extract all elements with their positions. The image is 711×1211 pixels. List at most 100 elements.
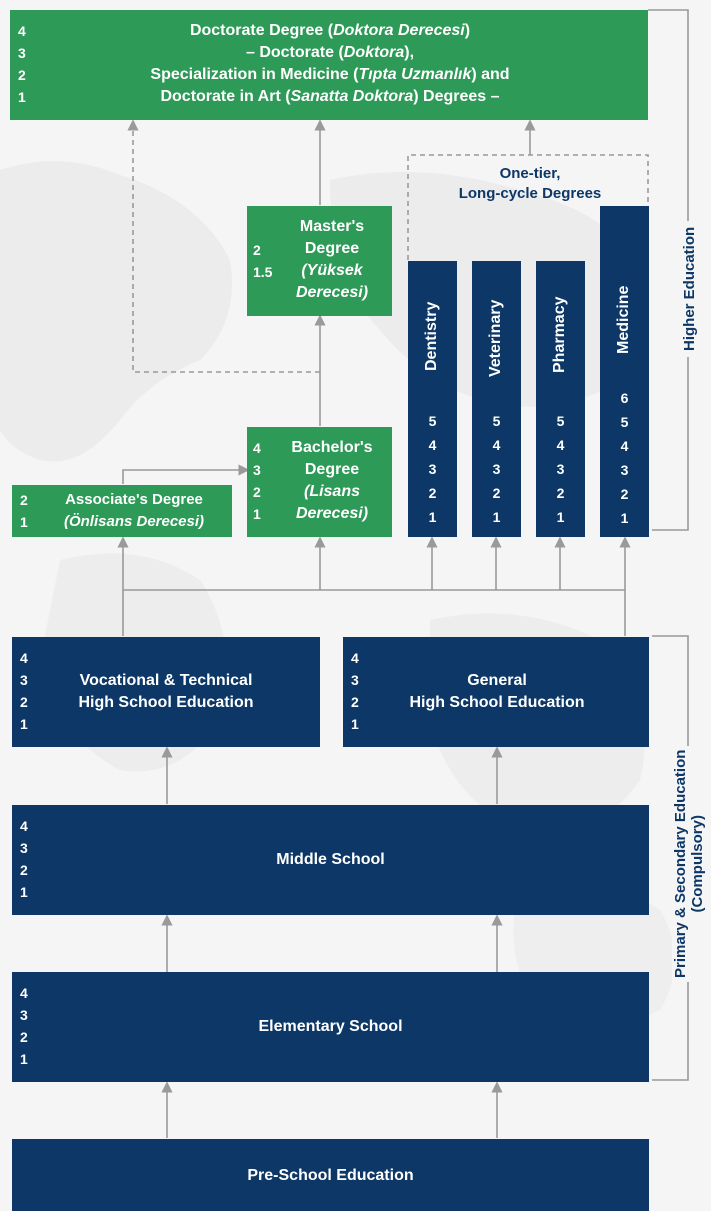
masters-title: Master's Degree (Yüksek Derecesi): [277, 216, 387, 304]
text: Master's: [299, 218, 365, 235]
year-number: 4: [20, 818, 28, 834]
year-number: 4: [492, 437, 501, 453]
text: (Lisans: [303, 483, 360, 500]
year-number: 1: [620, 510, 629, 526]
year-number: 6: [620, 390, 629, 406]
text: ): [464, 22, 471, 39]
year-number: 3: [428, 461, 437, 477]
year-number: 3: [620, 462, 629, 478]
year-number: 1: [492, 509, 501, 525]
year-number: 1: [253, 506, 261, 522]
text: ),: [404, 44, 415, 61]
year-number: 1: [18, 89, 26, 105]
text: (Yüksek: [301, 262, 363, 279]
text: High School Education: [78, 694, 254, 711]
medicine-label: Medicine: [615, 285, 632, 354]
year-number: 4: [18, 23, 26, 39]
year-number: 4: [253, 440, 261, 456]
year-number: 4: [428, 437, 437, 453]
year-number: 1: [20, 514, 28, 530]
pre-school-title: Pre-School Education: [247, 1167, 414, 1184]
one-tier-line1: One-tier,: [499, 165, 561, 182]
primary-secondary-label: Primary & Secondary Education (Compulsor…: [672, 745, 706, 982]
vocational-high-school-box: 4 3 2 1 Vocational & Technical High Scho…: [12, 637, 320, 747]
text: Derecesi): [295, 284, 369, 301]
year-number: 2: [253, 242, 261, 258]
text: Specialization in Medicine (: [150, 66, 359, 83]
year-number: 1.5: [253, 264, 273, 280]
veterinary-years: 5 4 3 2 1: [472, 409, 521, 529]
veterinary-label: Veterinary: [487, 299, 504, 377]
year-number: 1: [20, 716, 28, 732]
year-number: 2: [20, 1029, 28, 1045]
doctorate-years: 4 3 2 1: [18, 20, 26, 108]
elementary-title: Elementary School: [258, 1018, 403, 1035]
text: High School Education: [409, 694, 585, 711]
year-number: 4: [20, 650, 28, 666]
year-number: 2: [20, 492, 28, 508]
general-title: General High School Education: [377, 670, 617, 714]
doctorate-box: 4 3 2 1 Doctorate Degree (Doktora Derece…: [10, 10, 648, 120]
pharmacy-years: 5 4 3 2 1: [536, 409, 585, 529]
text: General: [467, 672, 527, 689]
year-number: 3: [18, 45, 26, 61]
general-years: 4 3 2 1: [351, 647, 359, 735]
doctorate-title: Doctorate Degree (Doktora Derecesi) – Do…: [50, 20, 610, 108]
year-number: 2: [428, 485, 437, 501]
medicine-years: 6 5 4 3 2 1: [600, 386, 649, 530]
text: ) Degrees –: [413, 88, 500, 105]
masters-box: 2 1.5 Master's Degree (Yüksek Derecesi): [247, 206, 392, 316]
bachelors-title: Bachelor's Degree (Lisans Derecesi): [277, 437, 387, 525]
year-number: 1: [351, 716, 359, 732]
year-number: 1: [428, 509, 437, 525]
general-high-school-box: 4 3 2 1 General High School Education: [343, 637, 649, 747]
dentistry-years: 5 4 3 2 1: [408, 409, 457, 529]
text: Degree: [304, 240, 360, 257]
associate-title: Associate's Degree (Önlisans Derecesi): [40, 489, 228, 533]
year-number: 2: [20, 694, 28, 710]
text: Doctorate in Art (: [160, 88, 291, 105]
text: Derecesi): [295, 505, 369, 522]
year-number: 4: [20, 985, 28, 1001]
text: Tıpta Uzmanlık: [358, 66, 472, 83]
elementary-years: 4 3 2 1: [20, 982, 28, 1070]
text: Vocational & Technical: [79, 672, 253, 689]
higher-education-label: Higher Education: [681, 220, 698, 357]
text: Degree: [304, 461, 360, 478]
masters-years: 2 1.5: [253, 239, 272, 283]
pharmacy-column: Pharmacy 5 4 3 2 1: [536, 261, 585, 537]
year-number: 3: [492, 461, 501, 477]
one-tier-line2: Long-cycle Degrees: [458, 185, 602, 202]
year-number: 3: [351, 672, 359, 688]
text: Doctorate Degree (: [189, 22, 334, 39]
dentistry-label: Dentistry: [423, 301, 440, 371]
text: (Önlisans Derecesi): [63, 513, 205, 530]
year-number: 3: [20, 840, 28, 856]
bachelors-box: 4 3 2 1 Bachelor's Degree (Lisans Derece…: [247, 427, 392, 537]
text: Bachelor's: [291, 439, 373, 456]
year-number: 4: [556, 437, 565, 453]
elementary-school-box: 4 3 2 1 Elementary School: [12, 972, 649, 1082]
vocational-years: 4 3 2 1: [20, 647, 28, 735]
primary-secondary-line2: (Compulsory): [689, 815, 706, 913]
middle-title: Middle School: [276, 851, 385, 868]
veterinary-column: Veterinary 5 4 3 2 1: [472, 261, 521, 537]
year-number: 4: [620, 438, 629, 454]
pharmacy-label: Pharmacy: [551, 296, 568, 374]
text: Doktora: [343, 44, 405, 61]
year-number: 2: [20, 862, 28, 878]
medicine-column: Medicine 6 5 4 3 2 1: [600, 206, 649, 537]
year-number: 1: [556, 509, 565, 525]
year-number: 2: [18, 67, 26, 83]
year-number: 1: [20, 884, 28, 900]
primary-secondary-line1: Primary & Secondary Education: [672, 749, 689, 978]
year-number: 2: [351, 694, 359, 710]
text: Associate's Degree: [65, 491, 203, 508]
year-number: 5: [620, 414, 629, 430]
pre-school-box: Pre-School Education: [12, 1139, 649, 1211]
year-number: 3: [253, 462, 261, 478]
year-number: 4: [351, 650, 359, 666]
associate-box: 2 1 Associate's Degree (Önlisans Dereces…: [12, 485, 232, 537]
year-number: 5: [428, 413, 437, 429]
text: Doktora Derecesi: [333, 22, 465, 39]
